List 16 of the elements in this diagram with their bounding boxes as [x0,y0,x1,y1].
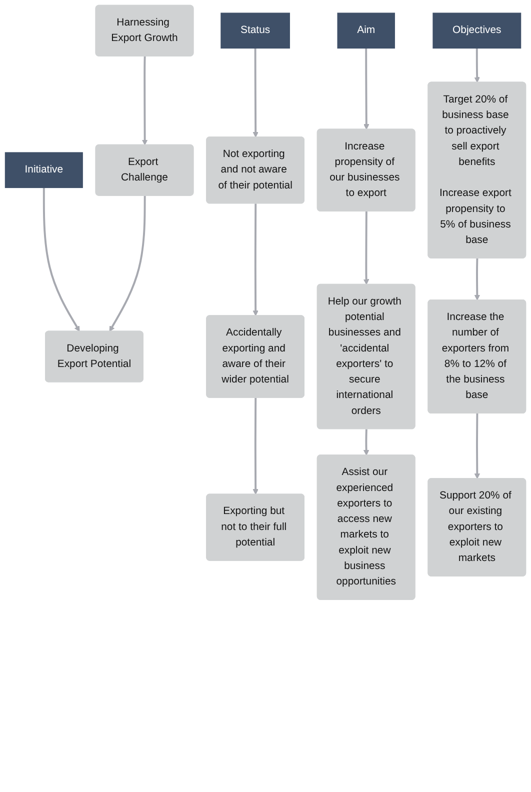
arrow [364,48,370,130]
arrow [363,211,370,285]
arrow [252,398,258,495]
arrow [42,188,80,332]
arrow [474,48,480,83]
node-box: Aim [337,12,395,49]
arrow [252,48,258,138]
arrow [474,414,480,479]
node-box: Status [220,12,290,49]
node-box: Objectives [432,12,522,49]
node-box: Initiative [4,152,83,188]
arrow [363,429,370,456]
arrow [474,258,480,300]
arrow [142,56,148,146]
arrow [252,204,258,316]
arrow [109,196,146,332]
